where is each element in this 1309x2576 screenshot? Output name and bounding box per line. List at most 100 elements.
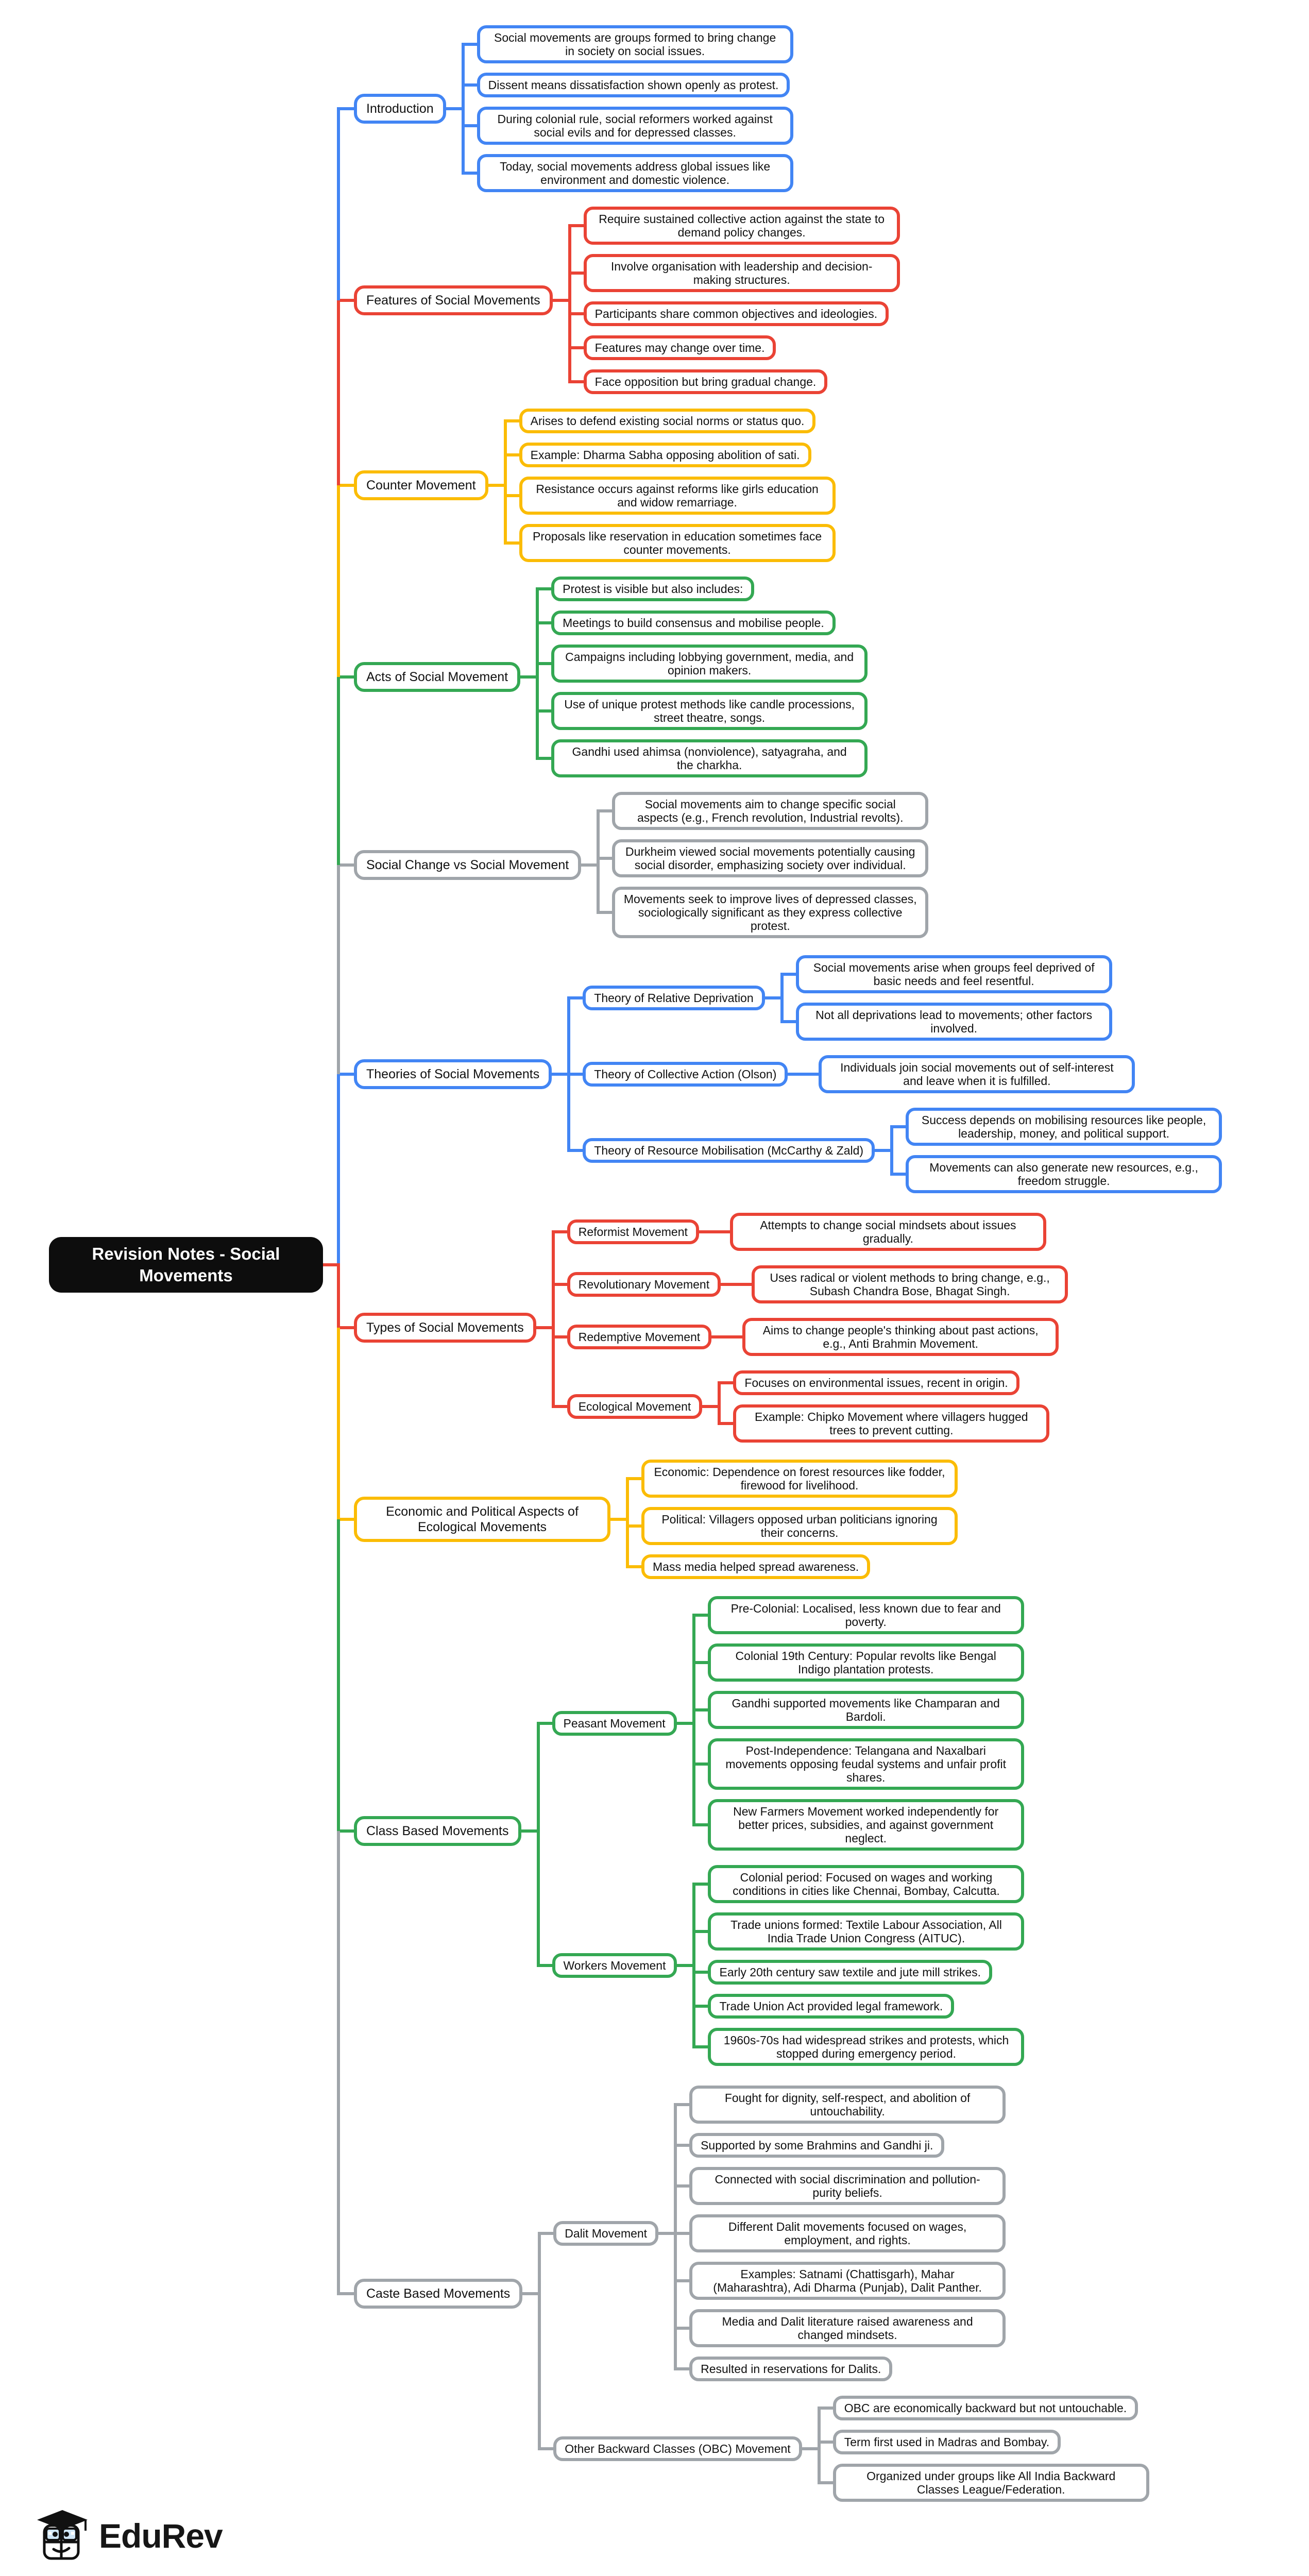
branch-elbow <box>337 2292 354 2295</box>
leaf-item: Organized under groups like All India Ba… <box>817 2459 1149 2506</box>
leaf-item: Different Dalit movements focused on wag… <box>674 2210 1006 2257</box>
leaf-node-protest-is-visible-but-also-includes: Protest is visible but also includes: <box>551 577 755 601</box>
leaf-item: Social movements are groups formed to br… <box>461 21 793 68</box>
root-node: Revision Notes - Social Movements <box>49 1237 323 1293</box>
sub-branch-node-theory-of-collective-action-olson: Theory of Collective Action (Olson) <box>583 1062 788 1087</box>
branch-children-stub <box>520 675 536 679</box>
subgroup-row: Theory of Collective Action (Olson) Indiv… <box>583 1050 1135 1098</box>
leaf-item: Economic: Dependence on forest resources… <box>626 1455 958 1502</box>
leaf-item: Participants share common objectives and… <box>568 297 900 331</box>
sub-children-stub <box>721 1283 737 1286</box>
branch-node-introduction: Introduction <box>354 94 446 124</box>
sub-branch-node-dalit-movement: Dalit Movement <box>553 2221 659 2246</box>
trunk-segment <box>337 1265 340 1328</box>
leaf-node-examples-satnami-chattisgarh-mahar-mahar: Examples: Satnami (Chattisgarh), Mahar (… <box>689 2262 1006 2300</box>
branch-group-introduction: Introduction Social movements are groups … <box>354 21 1222 197</box>
leaf-item: Success depends on mobilising resources … <box>890 1103 1222 1150</box>
branch-group-economic-and-political-aspects-of-ecolog: Economic and Political Aspects of Ecolog… <box>354 1455 1222 1584</box>
leaf-node-success-depends-on-mobilising-resources-: Success depends on mobilising resources … <box>906 1108 1222 1146</box>
leaf-node-new-farmers-movement-worked-independentl: New Farmers Movement worked independentl… <box>707 1799 1024 1851</box>
leaf-node-obc-are-economically-backward-but-not-un: OBC are economically backward but not un… <box>832 2396 1138 2420</box>
leaf-node-uses-radical-or-violent-methods-to-bring: Uses radical or violent methods to bring… <box>752 1265 1068 1303</box>
subgroup-peasant-movement: Peasant Movement Pre-Colonial: Localised,… <box>536 1589 1025 1858</box>
leaf-node-use-of-unique-protest-methods-like-candl: Use of unique protest methods like candl… <box>551 692 868 730</box>
leaf-node-proposals-like-reservation-in-education-: Proposals like reservation in education … <box>519 524 836 562</box>
leaf-node-movements-seek-to-improve-lives-of-depre: Movements seek to improve lives of depre… <box>612 887 929 938</box>
leaf-item: Pre-Colonial: Localised, less known due … <box>692 1591 1024 1639</box>
leaf-node-example-chipko-movement-where-villagers-: Example: Chipko Movement where villagers… <box>733 1404 1050 1443</box>
leaf-item: Example: Dharma Sabha opposing abolition… <box>503 438 836 472</box>
branch-node-class-based-movements: Class Based Movements <box>354 1816 521 1846</box>
trunk-segment <box>337 1328 340 1519</box>
subgroup-row: Peasant Movement Pre-Colonial: Localised,… <box>552 1591 1024 1855</box>
branch-children-stub <box>536 1326 552 1329</box>
leaf-item: Today, social movements address global i… <box>461 149 793 197</box>
leaf-item: Aims to change people's thinking about p… <box>727 1313 1059 1361</box>
branch-children: Arises to defend existing social norms o… <box>503 404 836 567</box>
leaf-node-today-social-movements-address-global-is: Today, social movements address global i… <box>477 154 793 192</box>
subgroup-row: Reformist Movement Attempts to change soc… <box>567 1208 1046 1256</box>
branch-children-stub <box>446 107 462 110</box>
leaf-item: Post-Independence: Telangana and Naxalba… <box>692 1734 1024 1794</box>
leaf-item: Dissent means dissatisfaction shown open… <box>461 68 793 102</box>
sub-children-stub <box>658 2232 674 2235</box>
leaf-item: Involve organisation with leadership and… <box>568 249 900 297</box>
leaf-node-1960s-70s-had-widespread-strikes-and-pro: 1960s-70s had widespread strikes and pro… <box>708 2028 1025 2066</box>
leaf-item: Fought for dignity, self-respect, and ab… <box>674 2081 1006 2128</box>
leaf-item: Arises to defend existing social norms o… <box>503 404 836 438</box>
leaf-item: Media and Dalit literature raised awaren… <box>674 2304 1006 2352</box>
branch-children-stub <box>488 484 504 487</box>
sub-branch-node-ecological-movement: Ecological Movement <box>567 1394 703 1419</box>
leaf-node-meetings-to-build-consensus-and-mobilise: Meetings to build consensus and mobilise… <box>551 611 836 635</box>
sub-children: Aims to change people's thinking about p… <box>727 1313 1059 1361</box>
leaf-node-social-movements-arise-when-groups-feel-: Social movements arise when groups feel … <box>795 955 1112 993</box>
leaf-node-colonial-19th-century-popular-revolts-li: Colonial 19th Century: Popular revolts l… <box>707 1643 1024 1682</box>
subgroup-row: Theory of Resource Mobilisation (McCarth… <box>583 1103 1222 1198</box>
edurev-logo-text: EduRev <box>99 2517 223 2555</box>
leaf-node-not-all-deprivations-lead-to-movements-o: Not all deprivations lead to movements; … <box>795 1003 1112 1041</box>
leaf-item: Social movements aim to change specific … <box>597 787 929 835</box>
sub-children: Colonial period: Focused on wages and wo… <box>692 1860 1025 2071</box>
trunk-segment <box>337 300 340 485</box>
sub-children: OBC are economically backward but not un… <box>817 2391 1149 2506</box>
leaf-node-during-colonial-rule-social-reformers-wo: During colonial rule, social reformers w… <box>477 107 793 145</box>
leaf-node-trade-unions-formed-textile-labour-assoc: Trade unions formed: Textile Labour Asso… <box>708 1912 1025 1951</box>
leaf-node-media-and-dalit-literature-raised-awaren: Media and Dalit literature raised awaren… <box>689 2309 1006 2347</box>
branch-children-stub <box>610 1518 626 1521</box>
sub-children-stub <box>699 1230 715 1233</box>
subgroup-dalit-movement: Dalit Movement Fought for dignity, self-r… <box>538 2078 1149 2388</box>
branch-children-stub <box>552 1073 568 1076</box>
sub-branch-node-reformist-movement: Reformist Movement <box>567 1219 699 1244</box>
leaf-item: Social movements arise when groups feel … <box>780 951 1112 998</box>
leaf-item: Connected with social discrimination and… <box>674 2162 1006 2210</box>
sub-children: Individuals join social movements out of… <box>803 1050 1135 1098</box>
sub-children: Success depends on mobilising resources … <box>890 1103 1222 1198</box>
branch-elbow <box>337 1326 354 1329</box>
sub-children: Attempts to change social mindsets about… <box>715 1208 1046 1256</box>
branch-group-class-based-movements: Class Based Movements Peasant Movement Pre… <box>354 1589 1222 2073</box>
leaf-item: Movements seek to improve lives of depre… <box>597 882 929 943</box>
branch-node-types-of-social-movements: Types of Social Movements <box>354 1313 536 1343</box>
branch-children: Social movements aim to change specific … <box>597 787 929 943</box>
sub-branch-node-peasant-movement: Peasant Movement <box>552 1711 677 1736</box>
subgroup-theory-of-resource-mobilisation-mccarthy: Theory of Resource Mobilisation (McCarth… <box>567 1100 1222 1200</box>
branch-children: Reformist Movement Attempts to change soc… <box>551 1206 1068 1450</box>
edurev-logo[interactable]: EduRev <box>36 2510 223 2562</box>
sub-children: Fought for dignity, self-respect, and ab… <box>674 2081 1006 2386</box>
leaf-item: Term first used in Madras and Bombay. <box>817 2425 1149 2459</box>
leaf-item: Campaigns including lobbying government,… <box>536 640 868 687</box>
trunk-segment <box>337 1074 340 1265</box>
leaf-item: Uses radical or violent methods to bring… <box>736 1261 1068 1308</box>
leaf-item: Supported by some Brahmins and Gandhi ji… <box>674 2128 1006 2162</box>
branches-container: Introduction Social movements are groups … <box>354 21 1222 2509</box>
trunk-segment <box>337 485 340 677</box>
